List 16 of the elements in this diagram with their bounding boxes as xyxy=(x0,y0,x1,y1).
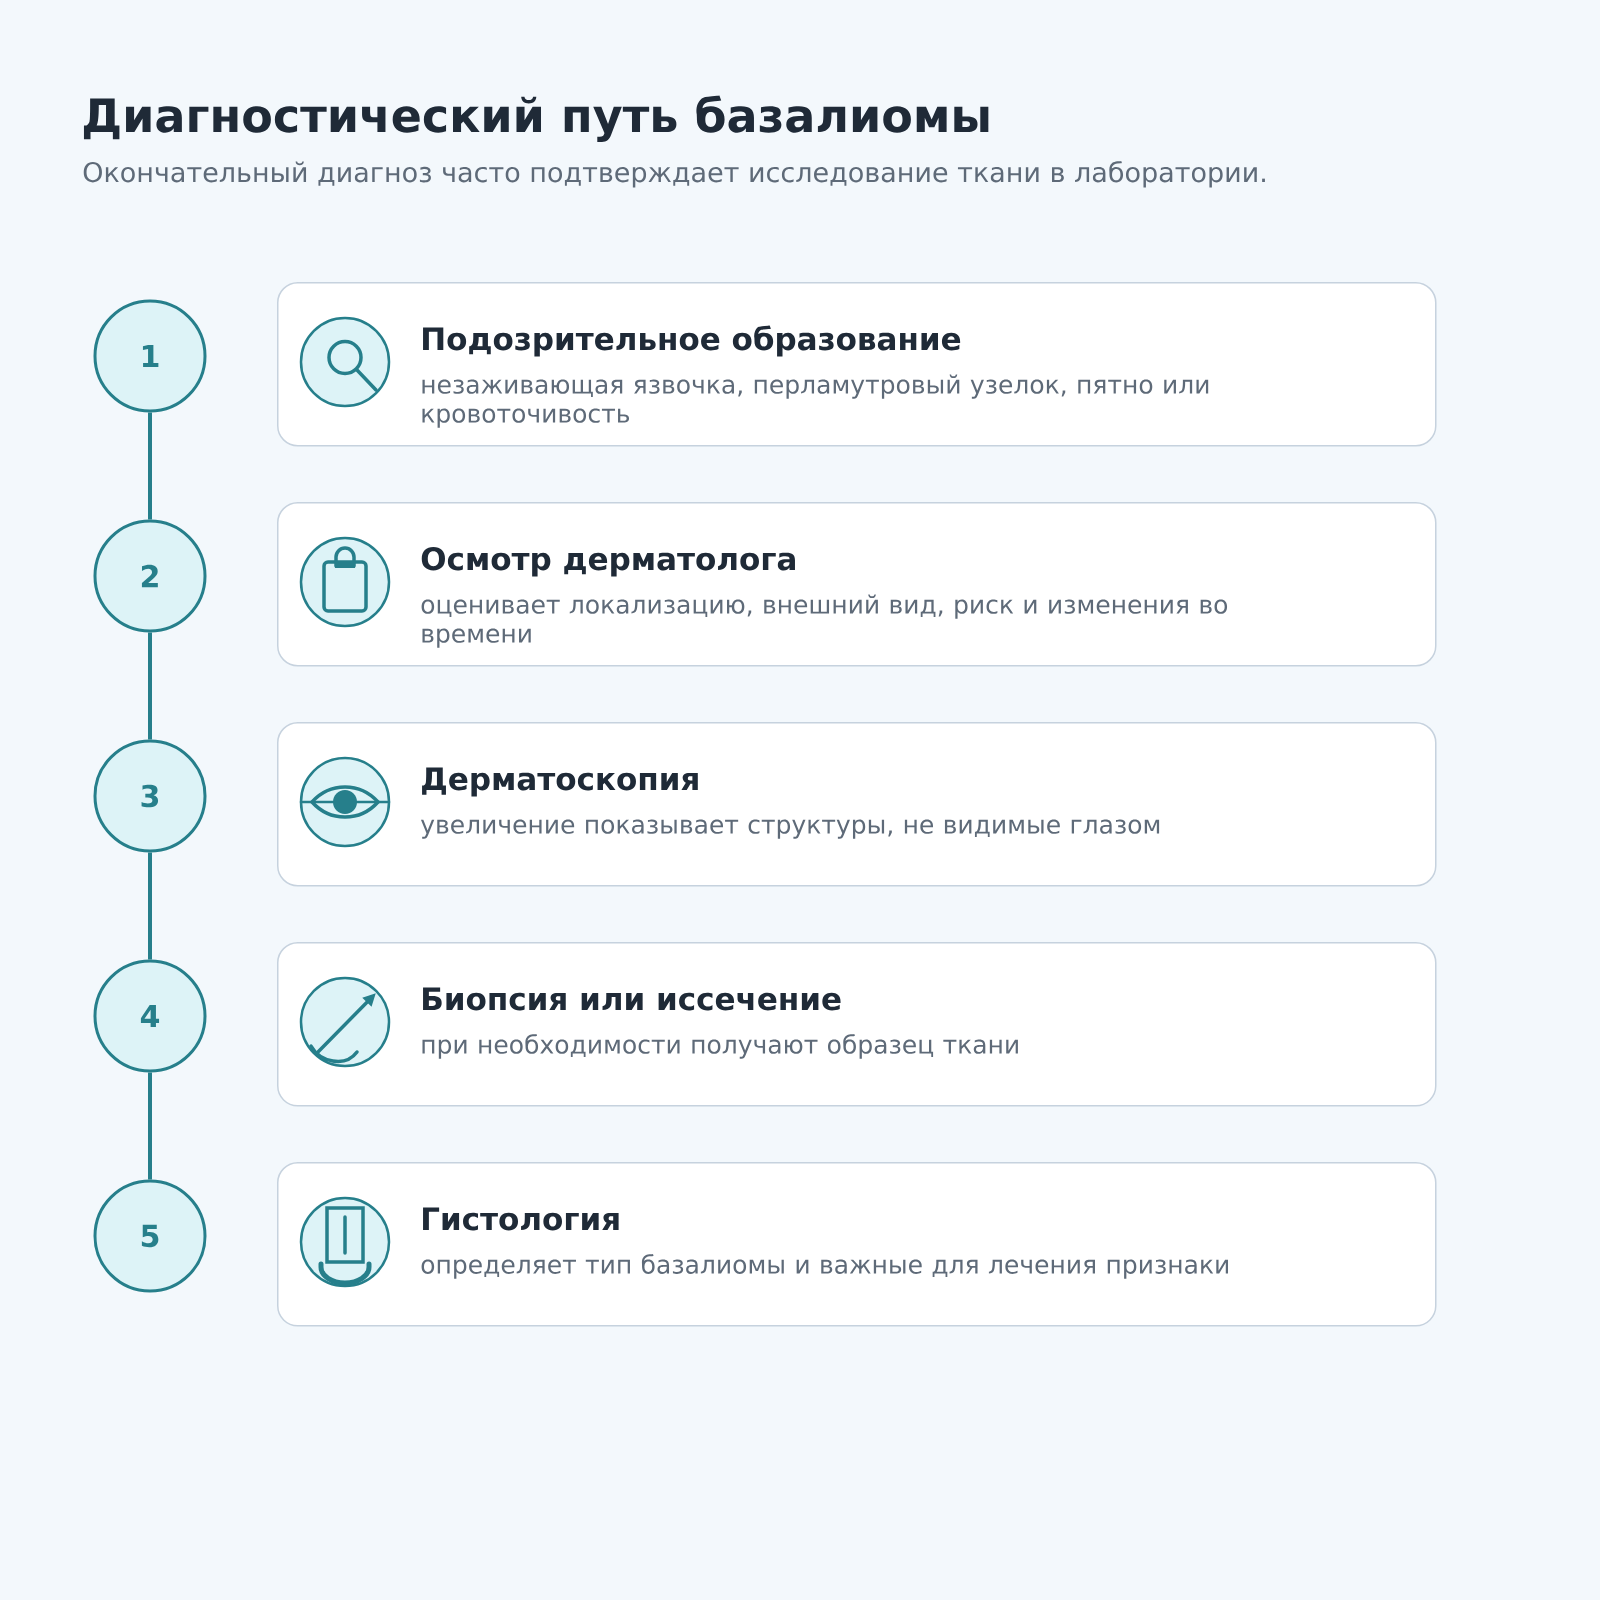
connector-line xyxy=(148,412,152,520)
connector-line xyxy=(148,852,152,960)
step-description: увеличение показывает структуры, не видимые глазом xyxy=(420,819,1160,839)
step-description: при необходимости получают образец ткани xyxy=(422,1034,1018,1059)
connector-line xyxy=(148,632,152,740)
step-title: Подозрительное образование xyxy=(423,325,961,357)
step-description: оценивает локализацию, внешний вид, риск и изменения во времени xyxy=(421,594,1228,648)
step-description: незаживающая язвочка, перламутровый узелок, пятно или кровоточивость xyxy=(422,374,1209,428)
step-title: Дерматоскопия xyxy=(422,767,698,797)
title: Диагностический путь базалиомы xyxy=(83,95,989,142)
connector-line xyxy=(148,1072,152,1180)
step-title: Гистология xyxy=(423,1207,619,1231)
subtitle: Окончательный диагноз часто подтверждает исследование ткани в лаборатории. xyxy=(83,161,1265,188)
step-title: Осмотр дерматолога xyxy=(421,547,795,577)
step-title: Биопсия или иссечение xyxy=(423,987,841,1011)
step-description: определяет тип базалиомы и важные для лечения признаки xyxy=(421,1254,1228,1279)
